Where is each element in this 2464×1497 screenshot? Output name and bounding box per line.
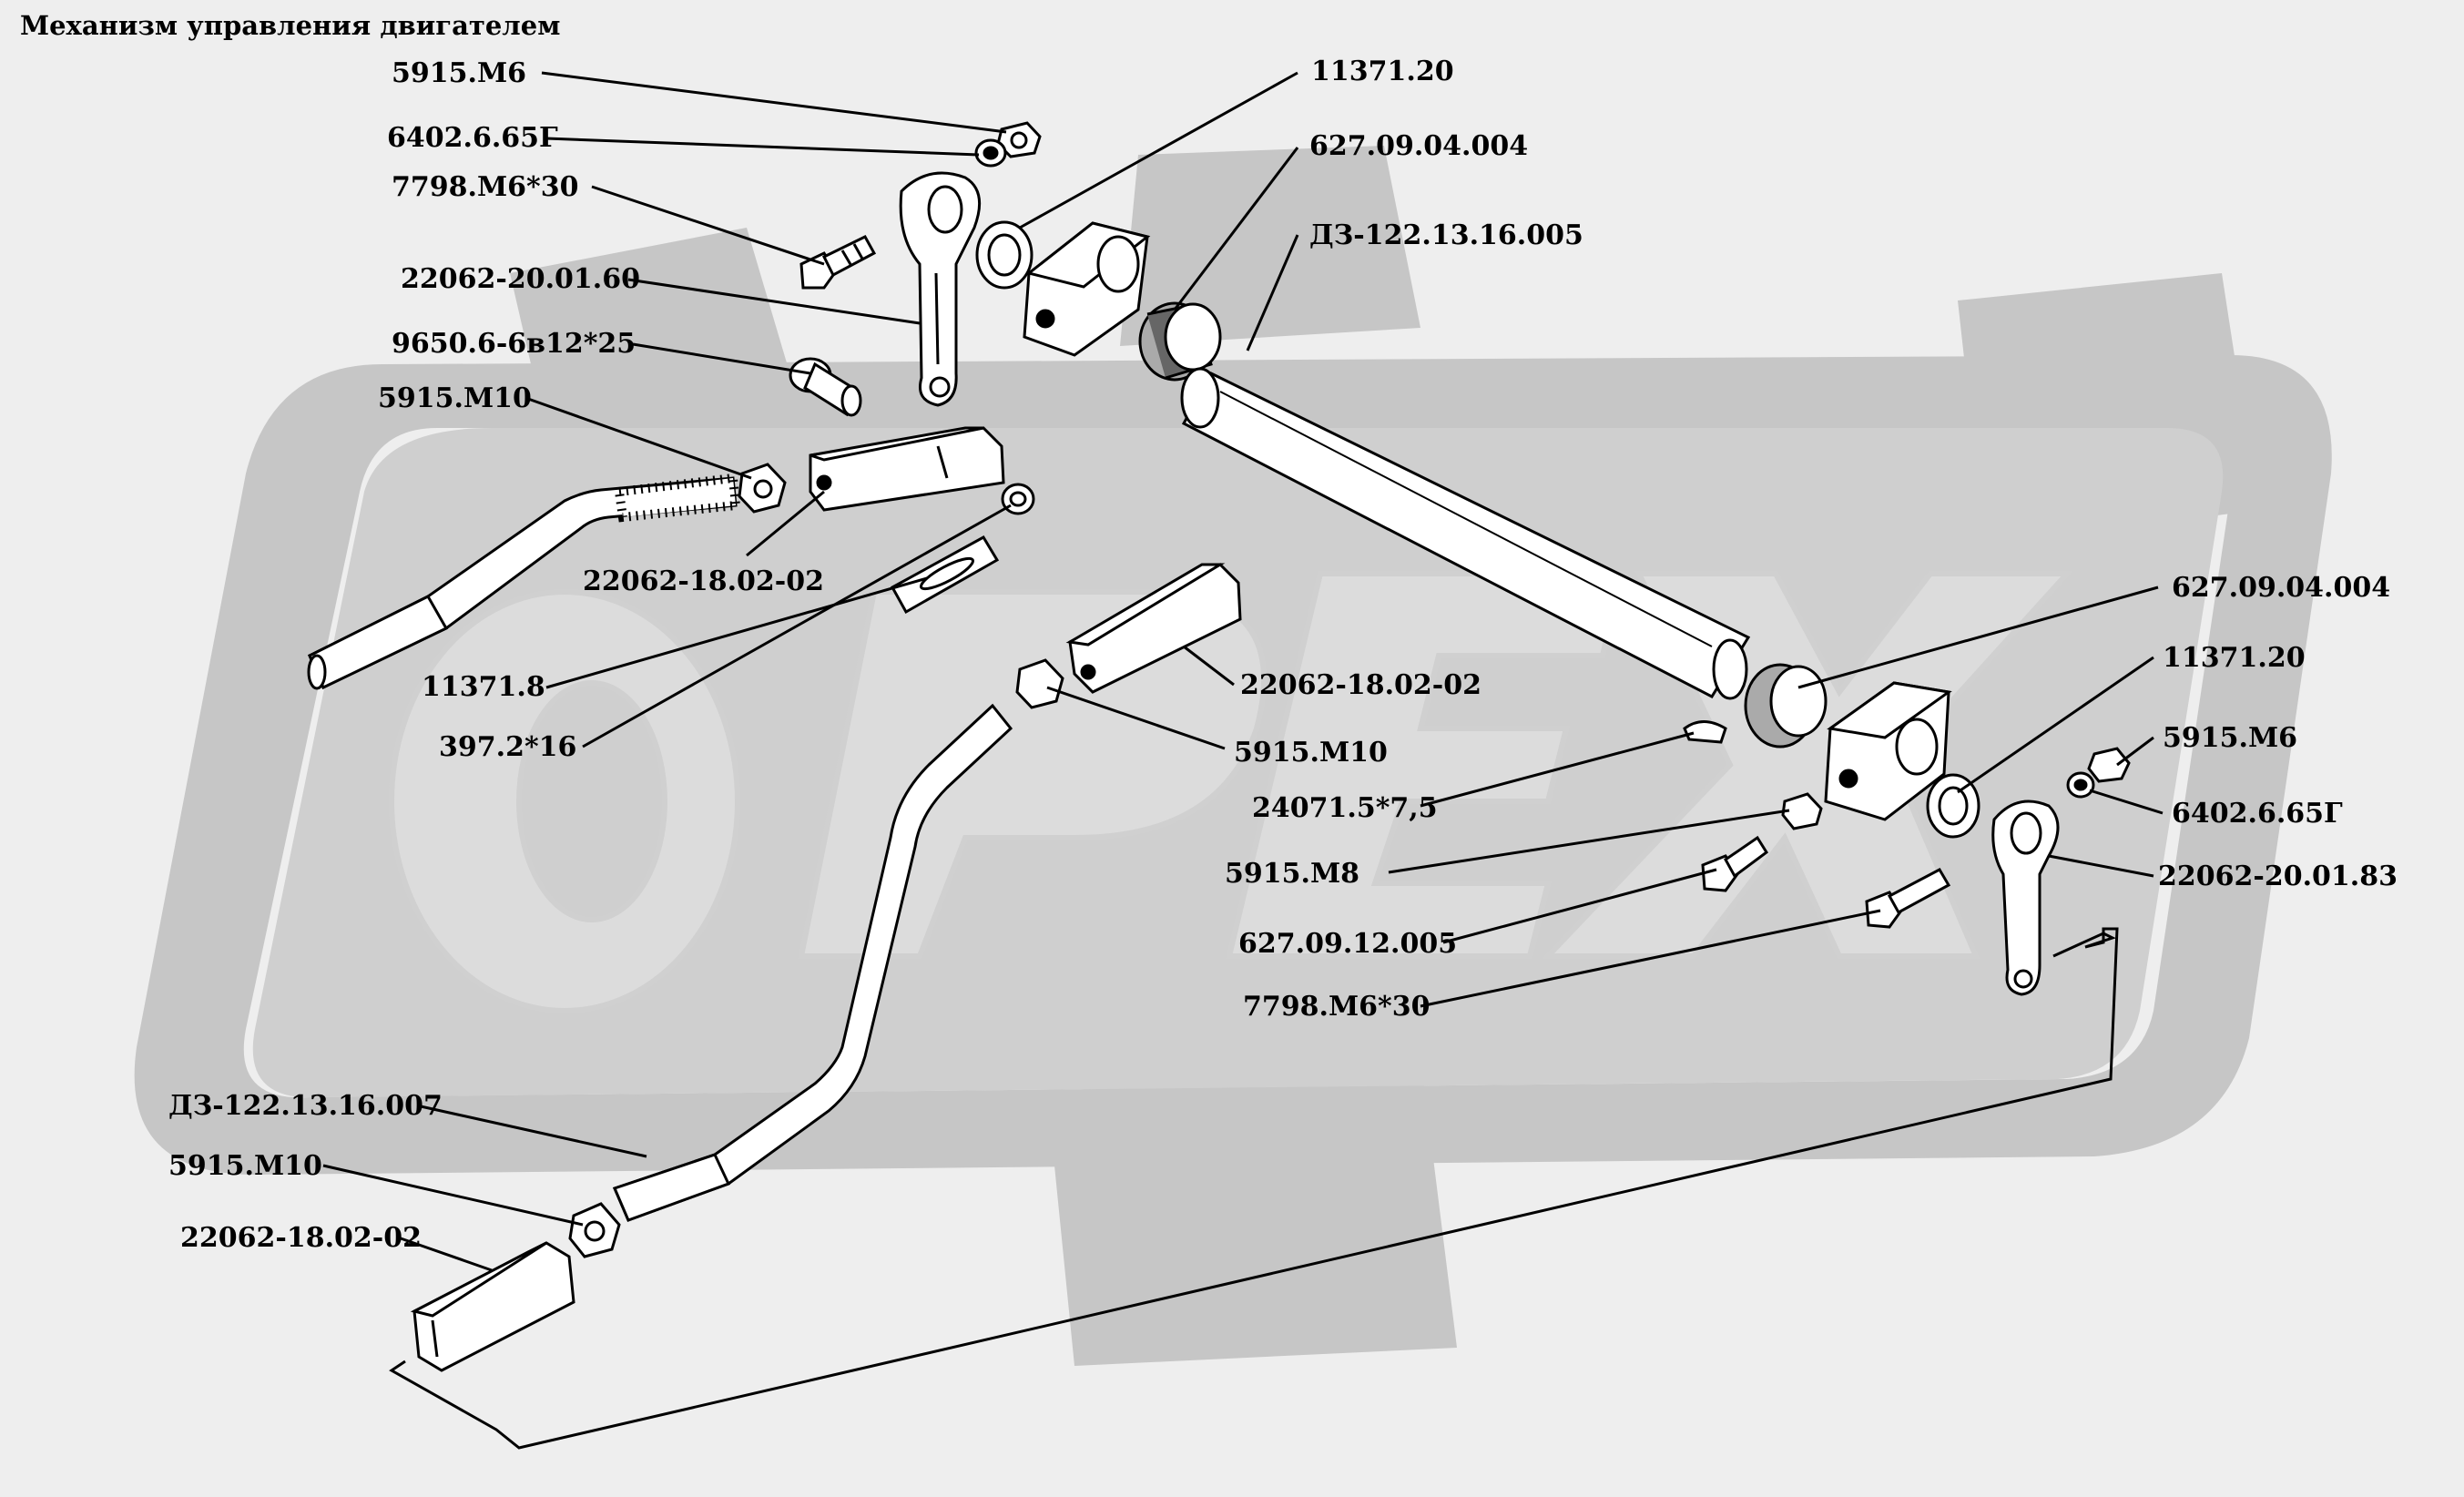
watermark-logo xyxy=(134,146,2332,1366)
callout-label: 24071.5*7,5 xyxy=(1252,792,1438,824)
nut-m10-upper xyxy=(738,463,787,514)
callout-label: 5915.М10 xyxy=(168,1150,322,1182)
callout-label: 22062-20.01.83 xyxy=(2158,861,2398,892)
rod-upper xyxy=(307,473,741,690)
slotted-plate xyxy=(890,535,1000,615)
lever-right xyxy=(1991,799,2060,996)
key-segment xyxy=(1683,720,1727,744)
linkage-outline xyxy=(389,927,2119,1450)
callout-label: 22062-18.02-02 xyxy=(583,565,824,597)
nut-m10-lower xyxy=(568,1202,621,1258)
callout-label: 6402.6.65Г xyxy=(387,122,558,154)
lever-top xyxy=(899,171,982,407)
callout-label: 627.09.12.005 xyxy=(1238,928,1457,960)
rod-lower xyxy=(612,703,1013,1222)
washer-397 xyxy=(1001,483,1035,515)
callout-label: 11371.20 xyxy=(2163,642,2306,674)
washer-right xyxy=(1926,773,1980,839)
callout-label: 627.09.04.004 xyxy=(1309,130,1528,162)
shoulder-bolt xyxy=(789,357,862,417)
callout-label: 5915.М10 xyxy=(378,382,532,414)
callout-label: 627.09.04.004 xyxy=(2172,572,2390,604)
fork-middle xyxy=(1065,563,1242,694)
nut-m6-top xyxy=(996,121,1042,158)
nut-m6-right xyxy=(2087,747,2131,783)
bolt-627-09-12-005 xyxy=(1701,835,1769,892)
spring-washer-top xyxy=(974,138,1007,168)
bracket-block-right xyxy=(1824,681,1952,821)
nut-m10-middle xyxy=(1015,658,1064,709)
page-title: Механизм управления двигателем xyxy=(20,10,560,41)
callout-label: 397.2*16 xyxy=(439,731,576,763)
callout-label: 5915.М8 xyxy=(1225,858,1359,890)
callout-label: ДЗ-122.13.16.005 xyxy=(1309,219,1583,251)
callout-labels: 5915.М6 6402.6.65Г 7798.М6*30 22062-20.0… xyxy=(168,56,2398,1254)
shaft-tube xyxy=(1180,367,1751,700)
callout-label: 22062-20.01.60 xyxy=(401,263,640,295)
fork-lower xyxy=(410,1241,575,1372)
callout-label: 7798.М6*30 xyxy=(392,171,578,203)
callout-label: 22062-18.02-02 xyxy=(1240,669,1481,701)
callout-label: 5915.М10 xyxy=(1234,737,1388,769)
callout-label: 5915.М6 xyxy=(392,57,526,89)
callout-label: ДЗ-122.13.16.007 xyxy=(168,1090,443,1122)
callout-label: 9650.6-6в12*25 xyxy=(392,328,636,360)
bracket-block-top xyxy=(1023,221,1151,357)
callout-label: 7798.М6*30 xyxy=(1243,991,1430,1023)
callout-label: 22062-18.02-02 xyxy=(180,1222,422,1254)
callout-label: 11371.20 xyxy=(1311,56,1454,87)
callout-label: 5915.М6 xyxy=(2163,722,2297,754)
spring-washer-right xyxy=(2066,771,2095,799)
bearing-top xyxy=(1138,301,1222,382)
callout-label: 6402.6.65Г xyxy=(2172,798,2343,830)
fork-upper xyxy=(809,426,1005,512)
nut-m8 xyxy=(1781,792,1823,830)
bolt-m6-right xyxy=(1865,868,1951,929)
parts xyxy=(307,121,2131,1450)
bolt-m6-top xyxy=(799,235,877,290)
washer-top xyxy=(975,220,1033,290)
callout-label: 11371.8 xyxy=(422,671,545,703)
leader-lines xyxy=(322,71,2164,1272)
